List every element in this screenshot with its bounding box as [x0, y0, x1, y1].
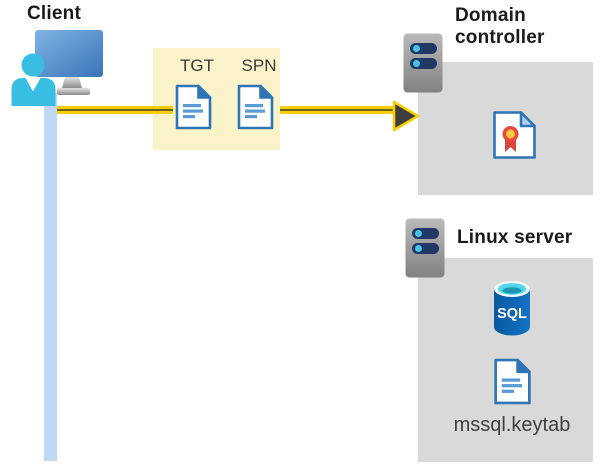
- arrowhead-icon: [392, 100, 420, 132]
- client-label: Client: [27, 3, 81, 24]
- user-collar: [25, 78, 41, 92]
- spn-ticket: SPN: [237, 55, 281, 130]
- tgt-label: TGT: [180, 56, 214, 75]
- sql-database-icon: SQL: [494, 281, 530, 336]
- user-head: [21, 53, 45, 77]
- ticket-highlight-box: TGT SPN: [153, 48, 280, 150]
- monitor-icon: [35, 30, 103, 77]
- sql-icon-label: SQL: [497, 306, 527, 322]
- document-icon: [175, 84, 212, 130]
- spn-label: SPN: [241, 56, 277, 75]
- arrow-line-left: [57, 106, 173, 114]
- linux-server-label: Linux server: [457, 227, 573, 248]
- document-icon: [237, 84, 274, 130]
- domain-controller-label: Domain controller: [455, 5, 545, 48]
- client-timeline-line: [44, 93, 57, 461]
- certificate-icon: [493, 111, 536, 159]
- monitor-stand-neck: [62, 77, 82, 88]
- user-body: [11, 78, 56, 106]
- keytab-filename-label: mssql.keytab: [453, 414, 571, 436]
- server-icon: [403, 33, 443, 93]
- server-icon: [405, 218, 445, 278]
- tgt-ticket: TGT: [175, 55, 219, 130]
- monitor-stand-base: [57, 88, 90, 95]
- client-computer-user-icon: [11, 30, 103, 106]
- document-icon: [494, 358, 531, 405]
- arrow-line-right: [280, 106, 394, 114]
